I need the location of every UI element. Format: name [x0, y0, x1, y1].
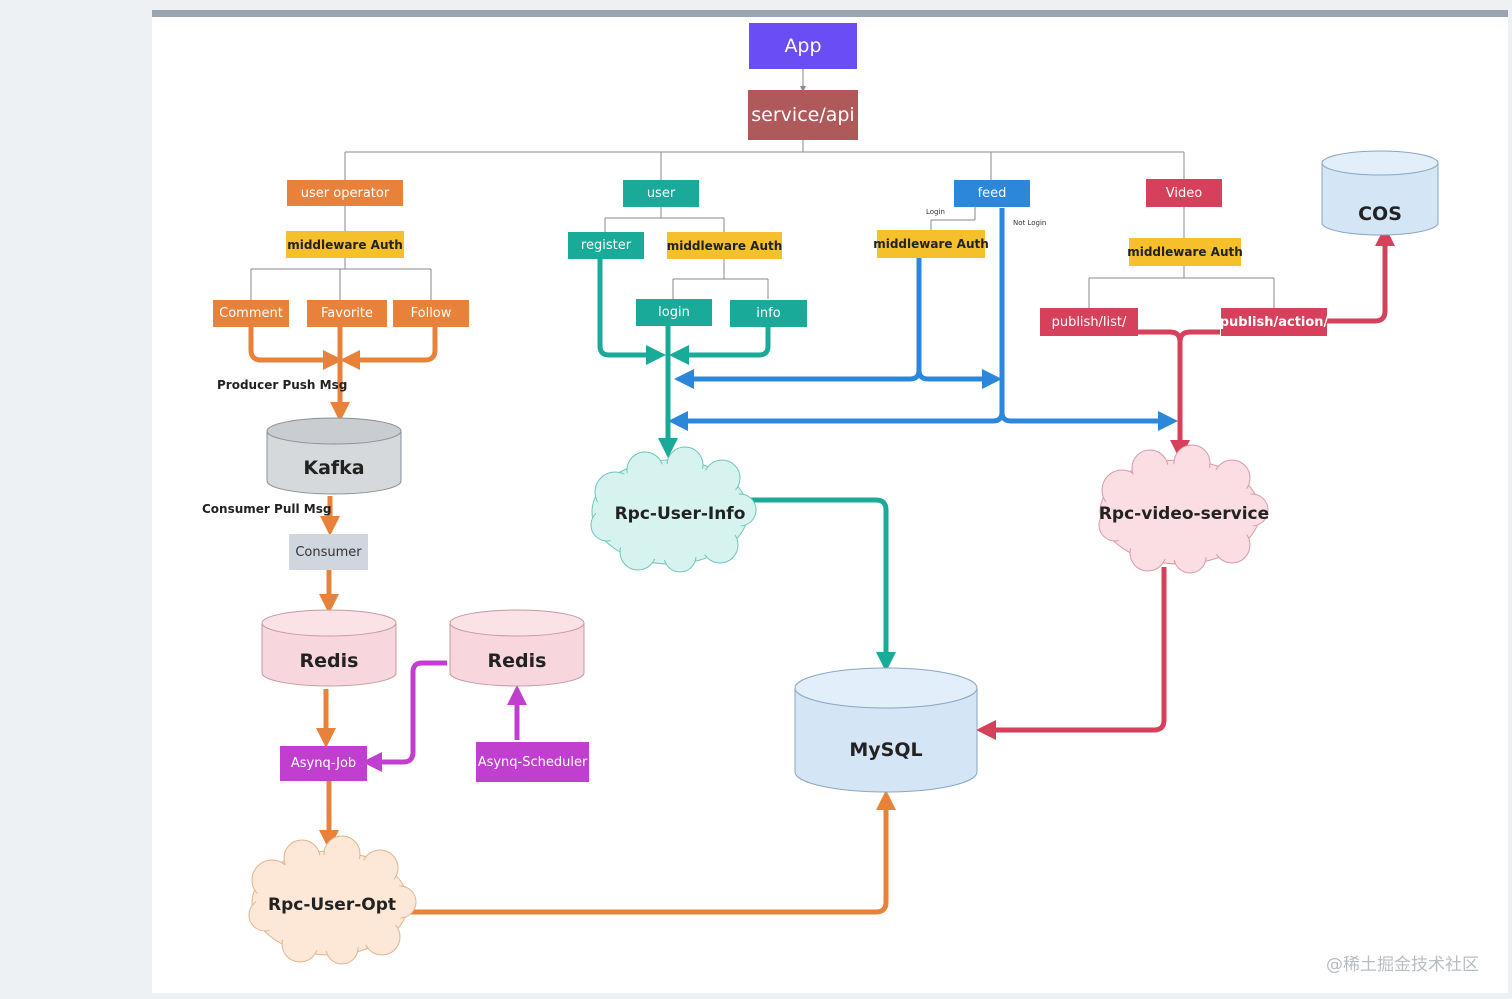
canvas-top-bar — [152, 10, 1508, 17]
consumer-node: Consumer — [289, 534, 368, 570]
tree-lines — [250, 69, 1275, 308]
purple-flows — [362, 660, 527, 772]
feed-node: feed — [954, 180, 1030, 207]
favorite-node: Favorite — [307, 300, 387, 327]
register-node: register — [568, 232, 644, 259]
not-login-edge-label: Not Login — [1013, 219, 1047, 227]
orange-flows — [248, 327, 896, 915]
service-api-node: service/api — [748, 90, 858, 140]
redis-cylinder-2 — [449, 609, 585, 687]
kafka-label: Kafka — [303, 457, 365, 479]
user-node: user — [623, 180, 699, 207]
rpc-user-opt-cloud — [248, 835, 417, 965]
redis-cylinder-1 — [261, 609, 397, 687]
comment-node: Comment — [213, 300, 289, 327]
middleware-auth-user-operator: middleware Auth — [286, 231, 404, 258]
publish-action-node: publish/action/ — [1220, 308, 1328, 336]
info-node: info — [730, 300, 807, 327]
app-node: App — [749, 23, 857, 69]
mysql-cylinder — [794, 667, 978, 793]
rpc-user-info-cloud — [590, 446, 757, 573]
cos-cylinder — [1321, 150, 1439, 236]
cos-label: COS — [1358, 203, 1402, 225]
login-edge-label: Login — [926, 208, 945, 216]
login-node: login — [636, 299, 712, 326]
rpc-user-info-label: Rpc-User-Info — [614, 504, 746, 524]
mysql-label: MySQL — [849, 739, 923, 761]
middleware-auth-video: middleware Auth — [1127, 238, 1243, 266]
redis-label-2: Redis — [487, 650, 547, 672]
watermark: @稀土掘金技术社区 — [1326, 955, 1479, 975]
follow-node: Follow — [393, 300, 469, 327]
kafka-cylinder — [266, 417, 402, 495]
video-node: Video — [1146, 179, 1222, 207]
middleware-auth-user: middleware Auth — [667, 232, 782, 259]
producer-push-label: Producer Push Msg — [217, 378, 348, 392]
blue-flows — [668, 208, 1178, 431]
rpc-user-opt-label: Rpc-User-Opt — [267, 895, 397, 915]
asynq-scheduler-node: Asynq-Scheduler — [476, 742, 589, 782]
redis-label-1: Redis — [299, 650, 359, 672]
rpc-video-service-cloud — [1098, 444, 1269, 574]
rpc-video-service-label: Rpc-video-service — [1098, 504, 1270, 524]
middleware-auth-feed: middleware Auth — [873, 230, 989, 258]
red-flows — [976, 226, 1395, 740]
consumer-pull-label: Consumer Pull Msg — [202, 502, 332, 516]
asynq-job-node: Asynq-Job — [280, 746, 367, 781]
user-operator-node: user operator — [287, 180, 403, 206]
publish-list-node: publish/list/ — [1040, 308, 1138, 336]
